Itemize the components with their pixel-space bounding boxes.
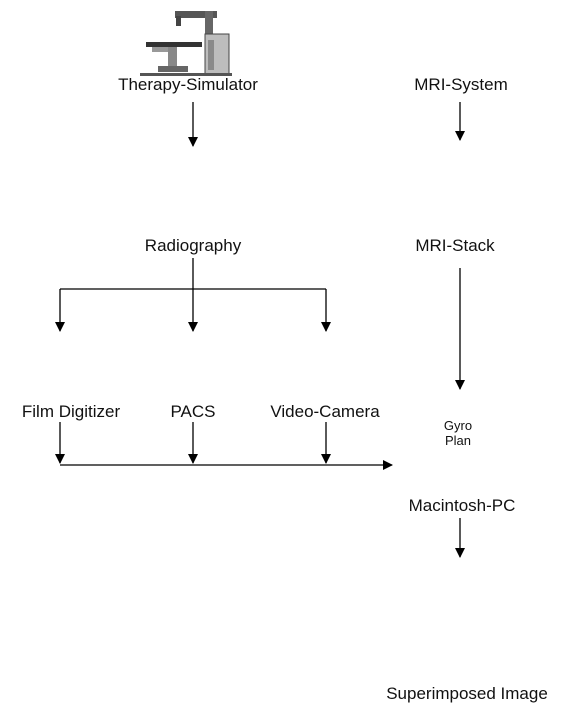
film-digitizer-label: Film Digitizer bbox=[21, 402, 121, 421]
therapy-simulator-label: Therapy-Simulator bbox=[118, 75, 258, 94]
macintosh-pc-label: Macintosh-PC bbox=[408, 496, 516, 515]
connectors bbox=[55, 102, 465, 558]
computer-screen-text: Gyro Plan bbox=[426, 418, 490, 448]
screen-line-1: Gyro bbox=[443, 418, 473, 433]
screen-line-2: Plan bbox=[444, 433, 472, 448]
pacs-label: PACS bbox=[170, 402, 216, 421]
mri-stack-label: MRI-Stack bbox=[415, 236, 495, 255]
mri-system-label: MRI-System bbox=[414, 75, 508, 94]
video-camera-label: Video-Camera bbox=[270, 402, 380, 421]
therapy-simulator-icon bbox=[140, 11, 232, 76]
superimposed-image-label: Superimposed Image bbox=[386, 684, 548, 703]
radiography-label: Radiography bbox=[144, 236, 242, 255]
